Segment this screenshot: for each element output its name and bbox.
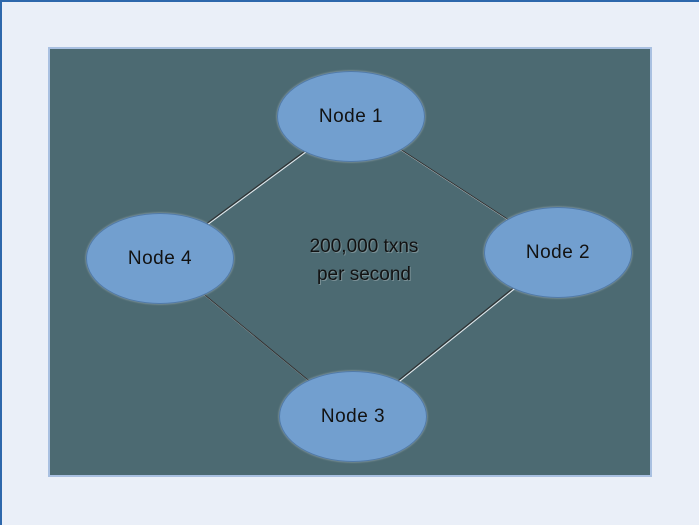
diagram-node-2: Node 2	[484, 207, 632, 298]
diagram-node-1: Node 1	[277, 71, 425, 162]
center-annotation-line1: 200,000 txns	[309, 236, 419, 257]
center-annotation: 200,000 txns per second	[264, 233, 464, 289]
node-2-label: Node 2	[525, 241, 591, 263]
node-3-label: Node 3	[320, 405, 386, 427]
diagram-canvas: Node 1 Node 2 Node 3 Node 4 200,000 txns…	[48, 47, 652, 477]
diagram-node-3: Node 3	[279, 371, 427, 462]
center-annotation-line2: per second	[316, 264, 411, 285]
node-1-label: Node 1	[318, 105, 384, 127]
node-4-label: Node 4	[127, 247, 193, 269]
diagram-node-4: Node 4	[86, 213, 234, 304]
